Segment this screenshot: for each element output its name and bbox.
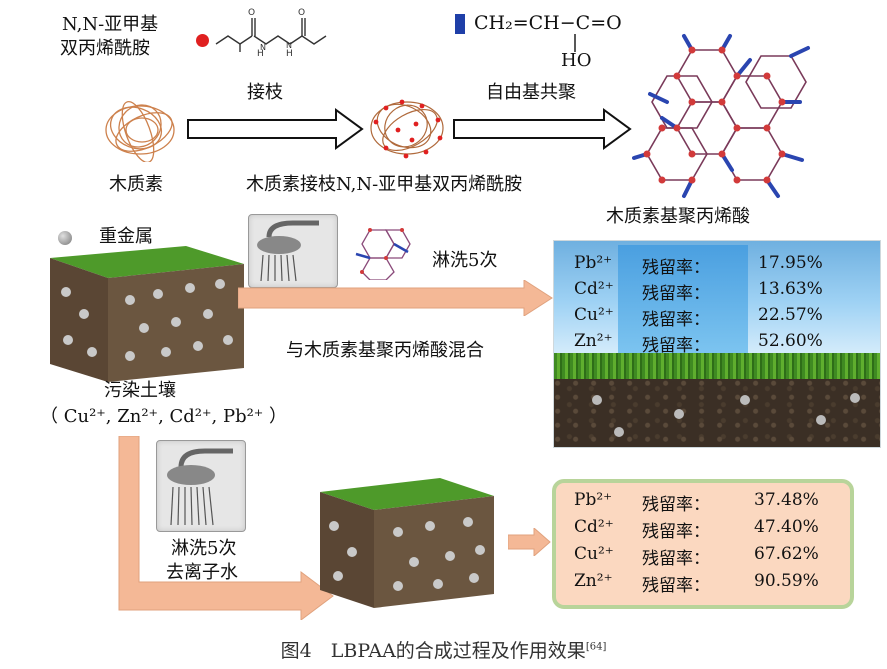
product-label: 木质素基聚丙烯酸 (606, 206, 750, 227)
free-radical-label: 自由基共聚 (486, 82, 576, 103)
svg-text:O: O (298, 8, 305, 18)
water-row-zn: Zn²⁺ 残留率： 90.59% (574, 571, 819, 596)
result-soil (554, 379, 880, 447)
water-wash-label-1: 淋洗5次 (171, 538, 237, 559)
washed-soil-block (320, 478, 494, 608)
water-treatment-arrow (118, 436, 334, 620)
lignin-coil-icon (105, 101, 175, 162)
metal-ions-label: （ Cu²⁺, Zn²⁺, Cd²⁺, Pb²⁺ ） (40, 406, 288, 427)
mix-label: 与木质素基聚丙烯酸混合 (286, 340, 484, 361)
svg-text:O: O (248, 8, 255, 18)
shower-icon (248, 214, 338, 288)
result-row-pb: Pb²⁺ 残留率： 17.95% (574, 253, 823, 278)
monomer-blue-marker (455, 14, 465, 34)
contaminated-soil-block (50, 246, 244, 382)
figure-caption: 图4 LBPAA的合成过程及作用效果[64] (0, 636, 887, 663)
soil-label: 污染土壤 (104, 380, 176, 401)
polymer-treatment-arrow (238, 280, 553, 316)
svg-text:N: N (260, 43, 266, 52)
crosslinker-name-line1: N,N-亚甲基 (62, 14, 159, 35)
acrylic-acid-oh: HO (561, 50, 592, 71)
copolymerization-arrow (453, 108, 632, 150)
lignin-label: 木质素 (109, 174, 163, 195)
result-row-zn: Zn²⁺ 残留率： 52.60% (574, 331, 823, 356)
wash-label: 淋洗5次 (432, 250, 498, 271)
svg-text:H: H (286, 49, 293, 58)
grafted-lignin-icon (370, 99, 444, 159)
grafting-arrow (187, 108, 364, 150)
heavy-metal-dot (58, 231, 72, 245)
result-row-cu: Cu²⁺ 残留率： 22.57% (574, 305, 823, 330)
water-row-pb: Pb²⁺ 残留率： 37.48% (574, 490, 819, 515)
crosslinker-name-line2: 双丙烯酰胺 (60, 38, 150, 59)
svg-text:N: N (286, 41, 292, 50)
caption-reference: [64] (585, 641, 607, 653)
small-network-icon (355, 228, 411, 280)
polymer-result-panel: Pb²⁺ 残留率： 17.95% Cd²⁺ 残留率： 13.63% Cu²⁺ 残… (553, 240, 881, 448)
acrylic-acid-bond (574, 34, 576, 52)
result-row-cd: Cd²⁺ 残留率： 13.63% (574, 279, 823, 304)
result-arrow (508, 528, 551, 556)
heavy-metal-label: 重金属 (99, 226, 153, 247)
water-row-cd: Cd²⁺ 残留率： 47.40% (574, 517, 819, 542)
lbpaa-network-icon (632, 34, 810, 198)
mba-structure-icon: H H O O N N (215, 8, 327, 58)
result-highlight (618, 245, 748, 353)
grafted-lignin-label: 木质素接枝N,N-亚甲基双丙烯酰胺 (246, 174, 523, 195)
acrylic-acid-formula: CH₂=CH−C=O (474, 12, 622, 34)
svg-text:H: H (257, 49, 264, 58)
caption-text: 图4 LBPAA的合成过程及作用效果 (280, 640, 586, 662)
crosslinker-red-dot (196, 34, 209, 47)
water-result-panel: Pb²⁺ 残留率： 37.48% Cd²⁺ 残留率： 47.40% Cu²⁺ 残… (552, 479, 854, 609)
shower-icon-water (156, 440, 246, 532)
water-wash-label-2: 去离子水 (166, 562, 238, 583)
grafting-label: 接枝 (247, 82, 283, 103)
water-row-cu: Cu²⁺ 残留率： 67.62% (574, 544, 819, 569)
result-grass (554, 353, 880, 379)
